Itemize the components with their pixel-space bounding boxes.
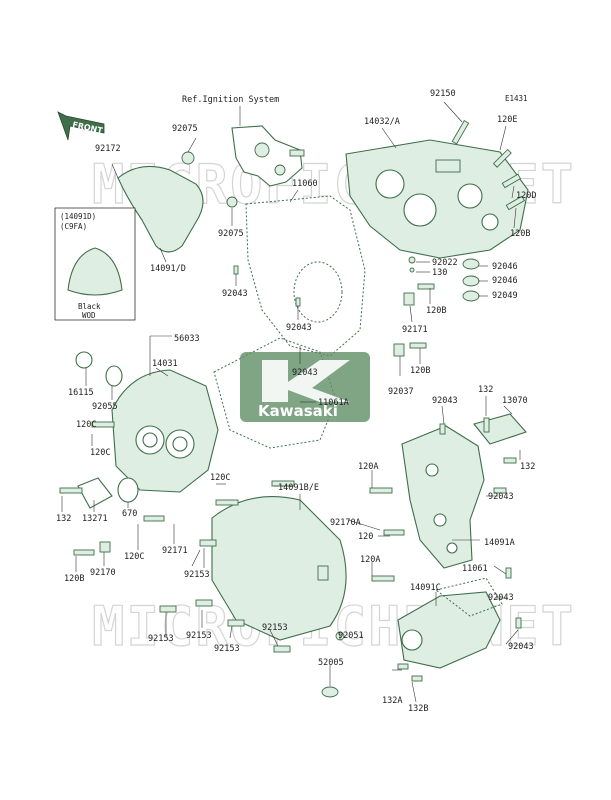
part-label: 56033 xyxy=(174,334,200,344)
part-label: 14091/D xyxy=(150,264,186,274)
gasket-11061 xyxy=(434,577,503,617)
part-label: 92150 xyxy=(430,89,456,99)
diagram-code: E1431 xyxy=(505,94,528,103)
part-label: 120B xyxy=(410,366,430,376)
part-label: 92172 xyxy=(95,144,121,154)
bracket-14091a xyxy=(401,425,485,569)
crankcase-14032a xyxy=(345,139,529,259)
plug-16115 xyxy=(75,351,93,369)
part-label: 132B xyxy=(408,704,428,714)
part-labels: 92172 92075 92075 14091/D 11060 92043 92… xyxy=(56,89,536,714)
part-label: 92153 xyxy=(214,644,240,654)
part-label: 16115 xyxy=(68,388,94,398)
part-label: 14031 xyxy=(152,359,178,369)
part-label: 92153 xyxy=(186,631,212,641)
part-label: 11061A xyxy=(318,398,349,408)
part-label: 92170 xyxy=(90,568,116,578)
part-label: 92051 xyxy=(338,631,364,641)
part-label: 120C xyxy=(124,552,144,562)
part-label: 670 xyxy=(122,509,137,519)
oring-670 xyxy=(117,477,139,503)
part-label: 132 xyxy=(478,385,493,395)
part-label: 120B xyxy=(510,229,530,239)
part-label: 92043 xyxy=(488,492,514,502)
inset-line-3: Black xyxy=(78,302,101,311)
cover-14031 xyxy=(111,369,219,493)
logo-text: Kawasaki xyxy=(258,402,338,420)
part-label: 92075 xyxy=(172,124,198,134)
part-label: 92171 xyxy=(402,325,428,335)
part-label: 92170A xyxy=(330,518,361,528)
part-label: 130 xyxy=(432,268,447,278)
ref-note: Ref.Ignition System xyxy=(182,95,279,105)
front-arrow-icon: FRONT xyxy=(57,111,105,141)
part-label: 13271 xyxy=(82,514,108,524)
cover-14091c xyxy=(397,591,501,669)
part-label: 132A xyxy=(382,696,402,706)
part-label: 92043 xyxy=(292,368,318,378)
seal-92075-b xyxy=(226,196,238,208)
part-label: 120C xyxy=(90,448,110,458)
inset-line-2: (C9FA) xyxy=(60,222,87,231)
part-label: 120B xyxy=(426,306,446,316)
plate-13070 xyxy=(473,413,527,445)
part-label: 92043 xyxy=(488,593,514,603)
part-label: 92037 xyxy=(388,387,414,397)
part-label: 92075 xyxy=(218,229,244,239)
part-label: 11061 xyxy=(462,564,488,574)
part-label: 92171 xyxy=(162,546,188,556)
part-label: 13070 xyxy=(502,396,528,406)
part-label: 132 xyxy=(520,462,535,472)
kawasaki-logo: Kawasaki xyxy=(240,352,370,422)
front-label: FRONT xyxy=(72,120,104,135)
part-label: 92153 xyxy=(148,634,174,644)
part-label: 92153 xyxy=(262,623,288,633)
part-label: 120C xyxy=(76,420,96,430)
part-label: 120E xyxy=(497,115,517,125)
oring-92055 xyxy=(105,365,123,387)
part-label: 92043 xyxy=(432,396,458,406)
part-label: 92022 xyxy=(432,258,458,268)
part-label: 14091B/E xyxy=(278,483,319,493)
part-label: 14091A xyxy=(484,538,515,548)
part-label: 120 xyxy=(358,532,373,542)
part-label: 14091C xyxy=(410,583,441,593)
plate-13271 xyxy=(77,477,113,509)
leader-lines xyxy=(61,101,521,703)
part-label: 120D xyxy=(516,191,536,201)
inset-line-1: (14091D) xyxy=(60,212,96,221)
part-label: 120C xyxy=(210,473,230,483)
seal-52005 xyxy=(321,686,339,698)
part-label: 52005 xyxy=(318,658,344,668)
part-label: 120B xyxy=(64,574,84,584)
inset-line-4: WOD xyxy=(82,311,96,320)
part-label: 92043 xyxy=(222,289,248,299)
inset-box: (14091D) (C9FA) Black WOD xyxy=(54,207,136,321)
cover-14091be xyxy=(211,496,347,641)
part-label: 120A xyxy=(360,555,380,565)
seal-92075-a xyxy=(181,151,195,165)
part-label: 92153 xyxy=(184,570,210,580)
cover-14091d xyxy=(117,165,204,253)
ignition-bracket xyxy=(231,125,305,187)
part-label: 132 xyxy=(56,514,71,524)
part-label: 92046 xyxy=(492,262,518,272)
part-label: 92043 xyxy=(286,323,312,333)
part-label: 92049 xyxy=(492,291,518,301)
part-label: 92055 xyxy=(92,402,118,412)
part-label: 92043 xyxy=(508,642,534,652)
part-label: 120A xyxy=(358,462,378,472)
part-label: 14032/A xyxy=(364,117,400,127)
gasket-11060 xyxy=(245,195,366,357)
part-label: 11060 xyxy=(292,179,318,189)
part-label: 92046 xyxy=(492,276,518,286)
